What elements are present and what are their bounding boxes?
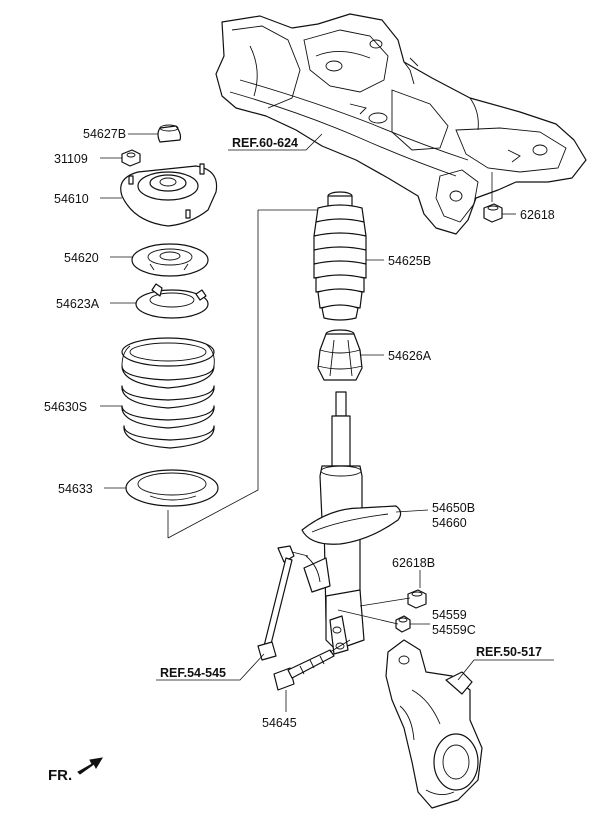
label-62618b: 62618B	[392, 556, 435, 570]
spring-pad-54623a	[135, 283, 209, 319]
label-54630s: 54630S	[44, 400, 87, 414]
strut-assembly-54650b	[301, 391, 402, 655]
dust-cap-54627b	[157, 124, 182, 143]
label-54620: 54620	[64, 251, 99, 265]
stabilizer-link-54545	[257, 545, 321, 661]
label-54610: 54610	[54, 192, 89, 206]
arrow-icon	[77, 757, 103, 775]
label-54625b: 54625B	[388, 254, 431, 268]
spring-seat-54620	[131, 243, 209, 277]
label-31109: 31109	[54, 152, 88, 166]
label-62618: 62618	[520, 208, 555, 222]
strut-mount-54610	[120, 163, 218, 227]
reference-labels: REF.60-624 REF.54-545 REF.50-517	[160, 136, 542, 680]
nut-62618	[483, 172, 503, 223]
ref-label-60-624: REF.60-624	[232, 136, 298, 150]
nut-62618b	[407, 589, 427, 609]
label-54626a: 54626A	[388, 349, 432, 363]
front-label: FR.	[48, 767, 72, 784]
label-54633: 54633	[58, 482, 93, 496]
ref-label-54-545: REF.54-545	[160, 666, 226, 680]
label-54559: 54559	[432, 608, 467, 622]
bolt-54645	[273, 597, 411, 691]
steering-knuckle-50517	[385, 639, 483, 809]
label-54645: 54645	[262, 716, 297, 730]
label-54623a: 54623A	[56, 297, 100, 311]
leader-lines	[100, 133, 554, 712]
part-labels: 54627B 31109 54610 54620 54623A 54630S 5…	[44, 127, 555, 730]
label-54559c: 54559C	[432, 623, 476, 637]
label-54660: 54660	[432, 516, 467, 530]
nut-54559	[395, 615, 411, 633]
nut-31109	[121, 149, 141, 167]
crossmember-subframe	[215, 13, 587, 235]
dust-boot-54625b	[313, 191, 367, 321]
label-54627b: 54627B	[83, 127, 126, 141]
assembly-bracket-line	[167, 209, 318, 539]
front-indicator: FR.	[48, 757, 103, 784]
bump-stopper-54626a	[317, 329, 363, 381]
lower-spring-pad-54633	[125, 469, 219, 507]
label-54650b: 54650B	[432, 501, 475, 515]
ref-label-50-517: REF.50-517	[476, 645, 542, 659]
coil-spring-54630s	[121, 337, 215, 449]
